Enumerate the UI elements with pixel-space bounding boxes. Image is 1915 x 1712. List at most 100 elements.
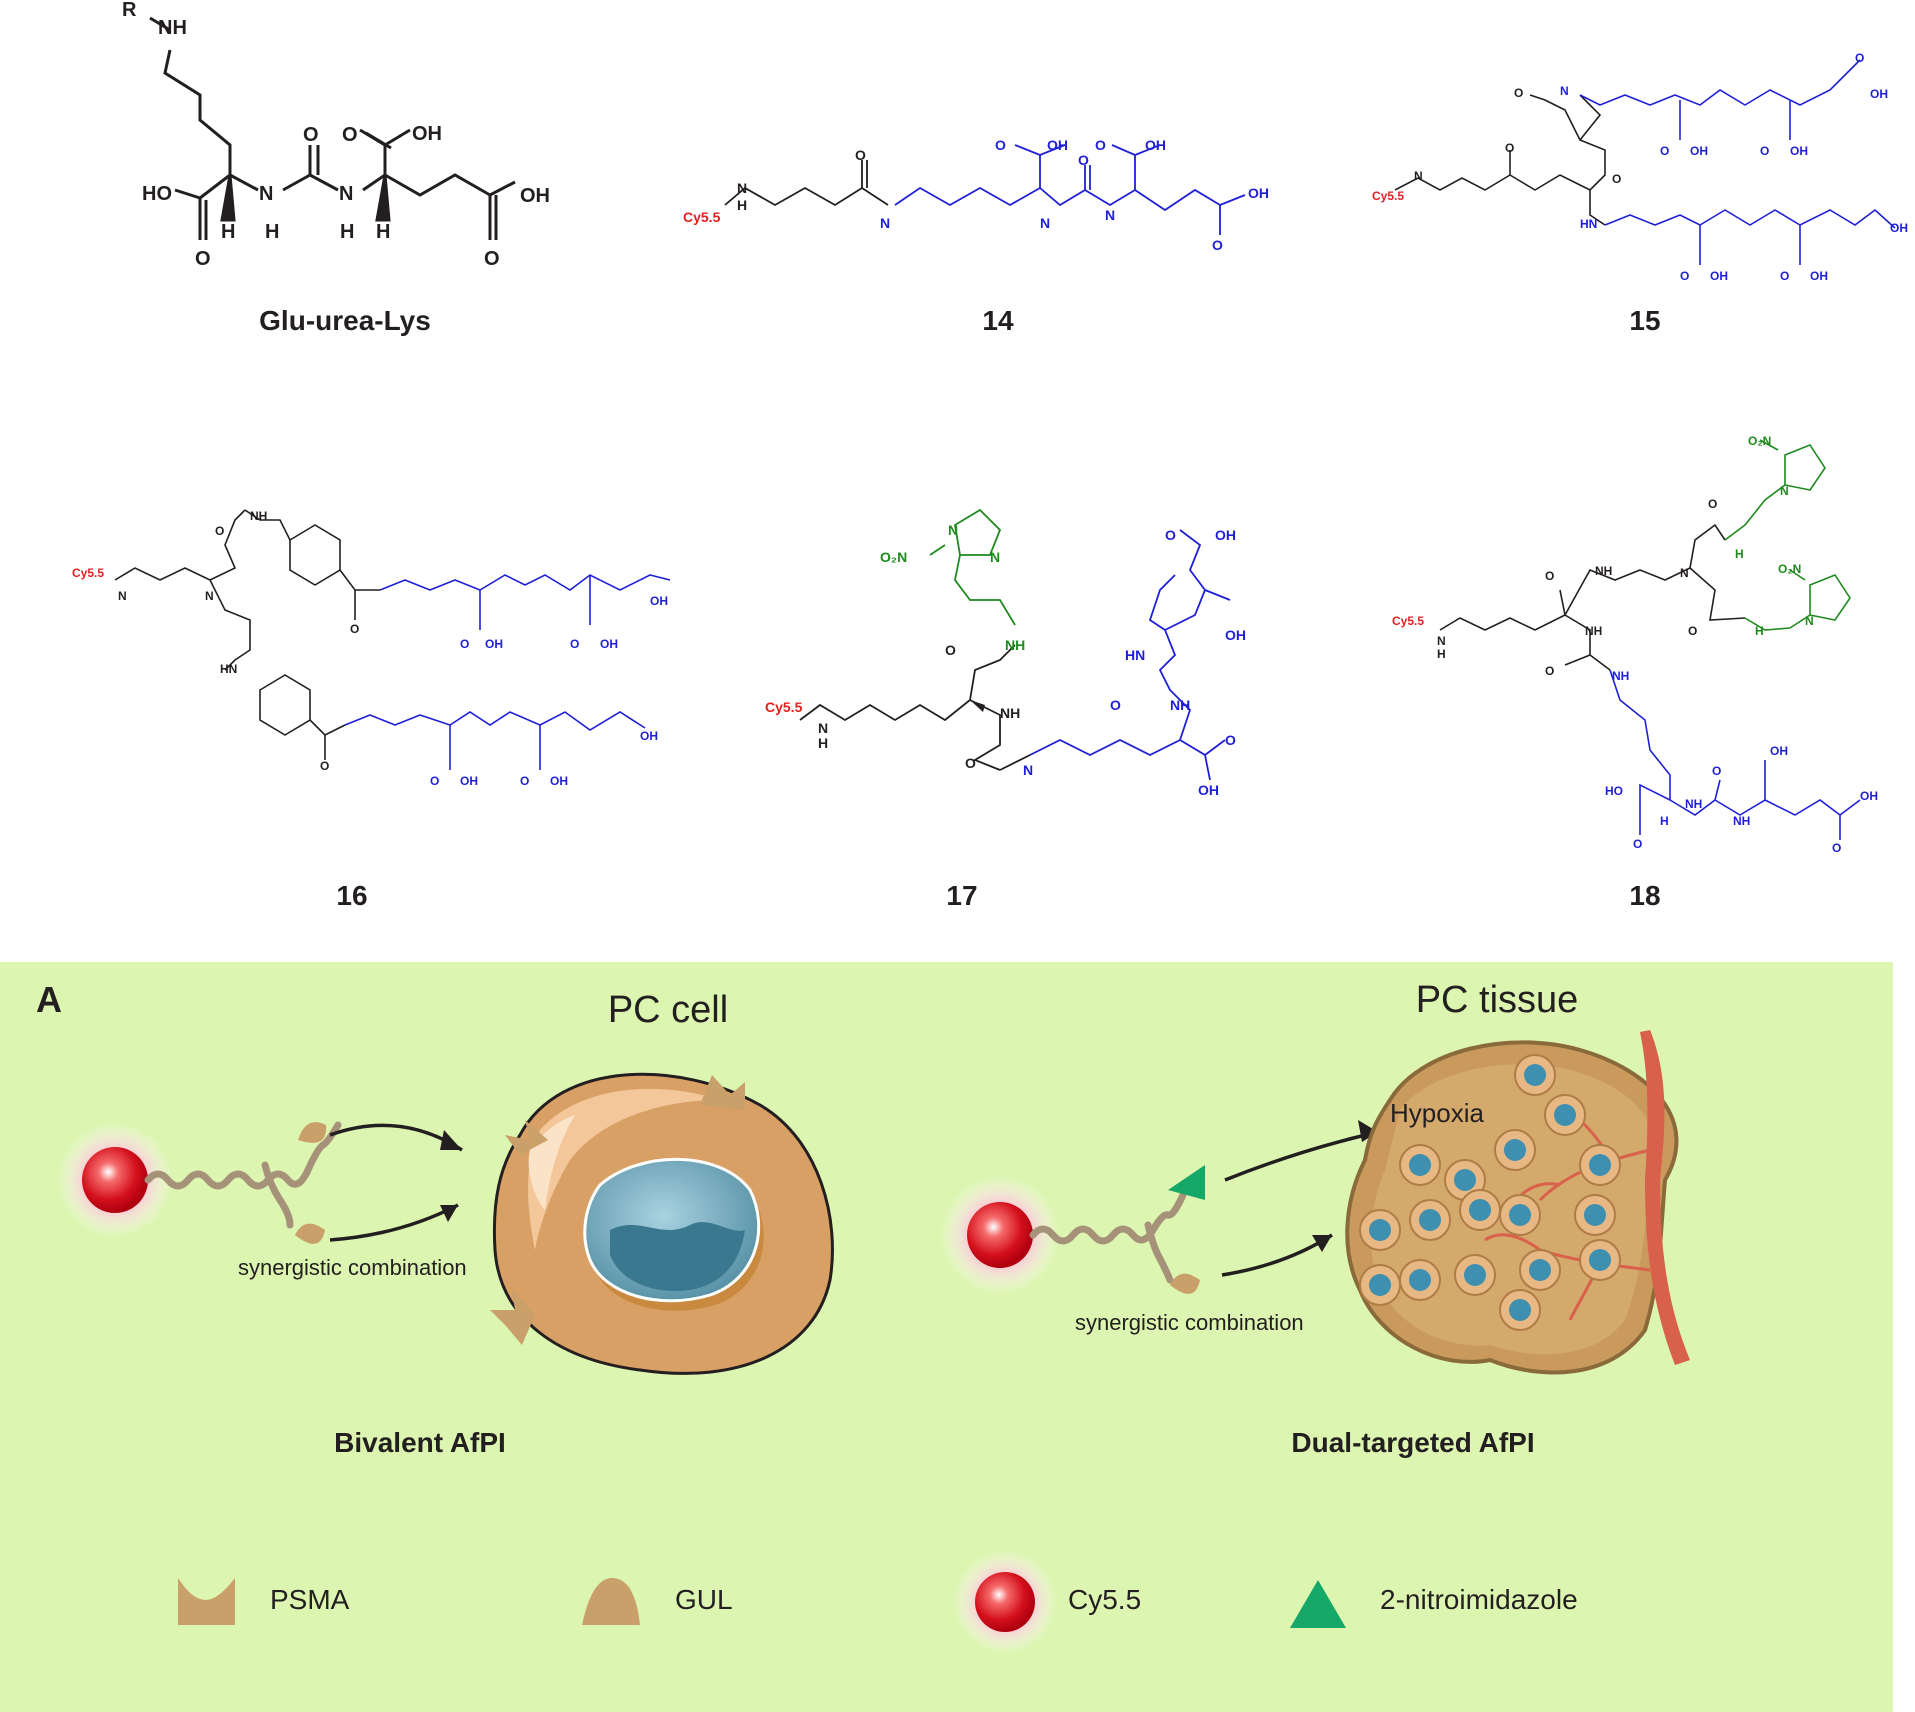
svg-text:NH: NH (250, 509, 267, 523)
svg-text:N: N (118, 589, 127, 603)
svg-text:N: N (1105, 207, 1115, 223)
svg-text:HN: HN (220, 662, 237, 676)
svg-text:O: O (1545, 664, 1554, 678)
svg-text:OH: OH (550, 774, 568, 788)
svg-text:N: N (880, 215, 890, 231)
atom-oh-top: OH (412, 123, 442, 145)
tumor-cells (1359, 1054, 1621, 1331)
arrow-right-top (1224, 1130, 1379, 1182)
compound-18-atoms: Cy5.5 N H O₂N O₂N N N H H O O N O NH NH … (1392, 434, 1878, 855)
label-glu-urea-lys: Glu-urea-Lys (259, 305, 431, 336)
svg-text:OH: OH (1890, 221, 1908, 235)
svg-text:O: O (995, 137, 1006, 153)
svg-text:OH: OH (1810, 269, 1828, 283)
atom-o-urea: O (303, 124, 319, 146)
atom-n-2: N (339, 183, 353, 205)
svg-text:OH: OH (1870, 87, 1888, 101)
cell-highlight (528, 1088, 720, 1250)
svg-text:OH: OH (1770, 744, 1788, 758)
svg-text:O: O (1225, 732, 1236, 748)
linker-left (144, 1121, 342, 1190)
atom-ho: HO (142, 183, 172, 205)
cy55-label-16: Cy5.5 (72, 566, 104, 580)
svg-text:N: N (948, 522, 958, 538)
svg-text:H: H (1755, 624, 1764, 638)
panel-letter: A (36, 979, 62, 1020)
svg-text:N: N (1023, 762, 1033, 778)
linker-right (1029, 1191, 1187, 1245)
nitro-label-18a: O₂N (1748, 434, 1771, 448)
cy55-label-14: Cy5.5 (683, 209, 721, 225)
atom-n-1: N (259, 183, 273, 205)
compound-15-atoms: Cy5.5 N O N O O HN O OH O OH O OH OH O O… (1372, 51, 1908, 283)
svg-text:O: O (1505, 141, 1514, 155)
gul-head-top (298, 1122, 327, 1143)
atom-o-top: O (342, 124, 358, 146)
gul-icon (582, 1578, 640, 1625)
structure-17 (799, 508, 1231, 781)
svg-text:OH: OH (1198, 782, 1219, 798)
svg-text:N: N (1040, 215, 1050, 231)
svg-text:HN: HN (1125, 647, 1145, 663)
svg-text:O: O (215, 524, 224, 538)
svg-text:H: H (1735, 547, 1744, 561)
svg-text:O: O (1855, 51, 1864, 65)
svg-text:N: N (1560, 84, 1569, 98)
svg-text:OH: OH (1215, 527, 1236, 543)
nitroimidazole-icon (1290, 1580, 1346, 1628)
bivalent-afpi-label: Bivalent AfPI (334, 1427, 506, 1458)
svg-text:HN: HN (1580, 217, 1597, 231)
cy55-label-17: Cy5.5 (765, 699, 803, 715)
svg-text:HO: HO (1605, 784, 1623, 798)
svg-text:OH: OH (460, 774, 478, 788)
legend: PSMA GUL Cy5.5 2-nitroimidazole (178, 1550, 1578, 1654)
structure-glu-urea-lys (149, 16, 516, 240)
svg-text:O: O (1780, 269, 1789, 283)
svg-text:O: O (430, 774, 439, 788)
svg-text:O: O (520, 774, 529, 788)
svg-text:O: O (1712, 764, 1721, 778)
svg-text:OH: OH (1225, 627, 1246, 643)
legend-psma-label: PSMA (270, 1584, 350, 1615)
compound-16-atoms: Cy5.5 N N O NH HN O O OH O OH O OH OH O … (72, 509, 668, 788)
svg-text:OH: OH (1248, 185, 1269, 201)
svg-text:NH: NH (1733, 814, 1750, 828)
svg-text:O: O (570, 637, 579, 651)
svg-text:H: H (737, 197, 747, 213)
label-14: 14 (982, 305, 1014, 336)
nitroimidazole-head (1168, 1165, 1205, 1200)
svg-text:O: O (1612, 172, 1621, 186)
atom-o-left: O (195, 248, 211, 270)
atom-h-2: H (265, 221, 279, 243)
svg-text:OH: OH (485, 637, 503, 651)
cy55-label-18: Cy5.5 (1392, 614, 1424, 628)
svg-text:OH: OH (600, 637, 618, 651)
psma-icon (178, 1578, 235, 1625)
blood-vessel (1640, 1030, 1690, 1365)
svg-text:H: H (1437, 647, 1446, 661)
svg-text:O: O (1832, 841, 1841, 855)
linker-right-branch (1144, 1221, 1174, 1284)
pc-tissue: Hypoxia (1345, 1030, 1690, 1375)
pc-tissue-title: PC tissue (1416, 979, 1579, 1021)
psma-receptor-bottom (490, 1290, 535, 1345)
nucleus-chromatin (610, 1222, 745, 1291)
svg-text:N: N (818, 720, 828, 736)
svg-text:OH: OH (1710, 269, 1728, 283)
svg-text:OH: OH (1790, 144, 1808, 158)
bivalent-probe: synergistic combination (57, 1121, 467, 1280)
atom-r: R (122, 0, 137, 21)
atom-nh: NH (158, 17, 187, 39)
svg-text:N: N (205, 589, 214, 603)
svg-text:O: O (1078, 152, 1089, 168)
pc-cell (490, 1072, 834, 1375)
glu-urea-lys-atoms: R NH HO OH OH O O O O N N H H H H (122, 0, 550, 270)
synergy-right-label: synergistic combination (1075, 1310, 1304, 1335)
atom-h-4: H (376, 221, 390, 243)
svg-text:O: O (1095, 137, 1106, 153)
label-15: 15 (1629, 305, 1660, 336)
structure-14 (724, 144, 1246, 235)
legend-cy55-label: Cy5.5 (1068, 1584, 1141, 1615)
svg-text:O: O (1680, 269, 1689, 283)
